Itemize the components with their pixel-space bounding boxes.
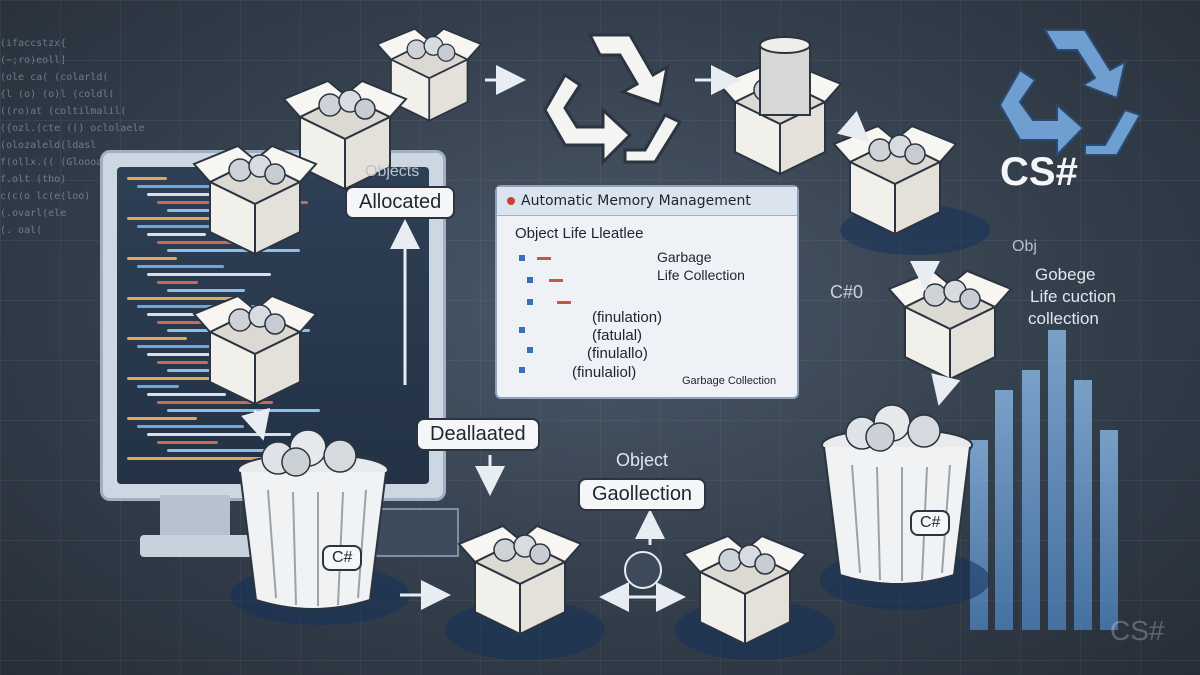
screen-code-line xyxy=(147,433,291,436)
gobege-text: Gobege xyxy=(1035,265,1096,284)
code-line: ((ro)at (coltilmalil( xyxy=(0,106,127,117)
panel-item: (fatulal) xyxy=(592,327,643,344)
monitor-stand xyxy=(160,495,230,540)
code-line: f.olt (tho) xyxy=(0,174,67,185)
screen-code-line xyxy=(137,385,179,388)
code-line: (olozaleld(ldasl xyxy=(0,140,97,151)
screen-code-line xyxy=(167,249,300,252)
screen-code-line xyxy=(147,313,216,316)
screen-code-line xyxy=(137,425,244,428)
objects-label: Objects xyxy=(365,163,420,180)
obj-text: Obj xyxy=(1012,238,1037,255)
allocated-label: Allocated xyxy=(345,186,456,219)
screen-code-line xyxy=(147,273,271,276)
dash-icon xyxy=(537,257,551,260)
code-line: (~;ro)eoll] xyxy=(0,55,67,66)
screen-code-line xyxy=(127,297,242,300)
panel-garbage-2: Life Collection xyxy=(657,267,745,283)
bullet-icon xyxy=(527,277,533,283)
screen-code-line xyxy=(157,401,273,404)
bullet-icon xyxy=(527,347,533,353)
deallocated-label: Deallaated xyxy=(416,418,540,451)
csharp-logo-text: CS# xyxy=(1000,150,1078,194)
collection-text: collection xyxy=(1028,309,1099,328)
panel-item: (finulation) xyxy=(592,309,663,326)
right-bin-tag: C# xyxy=(910,510,951,536)
code-line: c(c(o lc(e(loo) xyxy=(0,191,91,202)
bar-decoration xyxy=(970,330,1150,630)
panel-item: (finulaliol) xyxy=(572,364,637,381)
screen-code-line xyxy=(137,265,224,268)
code-line: f(ollx.(( (Gloooalcle xyxy=(0,157,127,168)
screen-code-line xyxy=(127,177,167,180)
screen-code-line xyxy=(167,289,245,292)
csharp-recycle-logo xyxy=(998,29,1142,158)
csharp-version-text: C#0 xyxy=(830,282,864,302)
screen-code-line xyxy=(147,393,226,396)
code-line: ({ozl.(cte (() oclolaele xyxy=(0,123,145,134)
bullet-icon xyxy=(519,255,525,261)
panel-footer: Garbage Collection xyxy=(682,375,777,387)
screen-code-line xyxy=(157,241,253,244)
watermark-text: CS# xyxy=(1110,615,1165,646)
panel-garbage-1: Garbage xyxy=(657,249,712,265)
screen-code-line xyxy=(127,257,177,260)
code-line: (ole ca( (colarld( xyxy=(0,72,109,83)
life-cuction-text: Life cuction xyxy=(1030,287,1116,306)
code-line: (. oal( xyxy=(0,225,43,236)
bullet-icon xyxy=(519,367,525,373)
screen-code-line xyxy=(127,417,197,420)
screen-code-line xyxy=(137,225,279,228)
screen-code-line xyxy=(157,281,198,284)
bullet-icon xyxy=(519,327,525,333)
panel-subtitle: Object Life Lleatlee xyxy=(515,225,644,242)
screen-code-line xyxy=(127,377,252,380)
panel-title-text: Automatic Memory Management xyxy=(521,193,751,209)
screen-code-line xyxy=(137,185,214,188)
recycle-icon xyxy=(543,33,683,166)
gaollection-label: Gaollection xyxy=(578,478,707,511)
screen-code-line xyxy=(137,345,234,348)
screen-code-line xyxy=(127,457,262,460)
screen-code-line xyxy=(147,193,261,196)
left-bin-tag: C# xyxy=(322,545,363,571)
object-label: Object xyxy=(616,450,669,470)
screen-code-line xyxy=(147,233,206,236)
panel-title: Automatic Memory Management xyxy=(497,187,797,216)
code-panel: (ifaccstzx{ (~;ro)eoll] (ole ca( (colarld(… xyxy=(0,38,190,338)
bullet-icon xyxy=(527,299,533,305)
code-line: (.ovarl(ele xyxy=(0,208,67,219)
code-line: (ifaccstzx{ xyxy=(0,38,67,49)
memory-management-panel: Automatic Memory Management Object Life … xyxy=(495,185,799,399)
dash-icon xyxy=(557,301,571,304)
panel-item: (finulallo) xyxy=(587,345,648,362)
screen-code-line xyxy=(157,361,208,364)
screen-code-line xyxy=(167,209,235,212)
screen-code-line xyxy=(127,217,232,220)
screen-code-line xyxy=(167,449,265,452)
dash-icon xyxy=(549,279,563,282)
code-line: {l (o) (o)l (coldl( xyxy=(0,89,115,100)
status-dot-icon xyxy=(507,197,515,205)
screen-code-line xyxy=(157,441,218,444)
screen-code-line xyxy=(127,337,187,340)
